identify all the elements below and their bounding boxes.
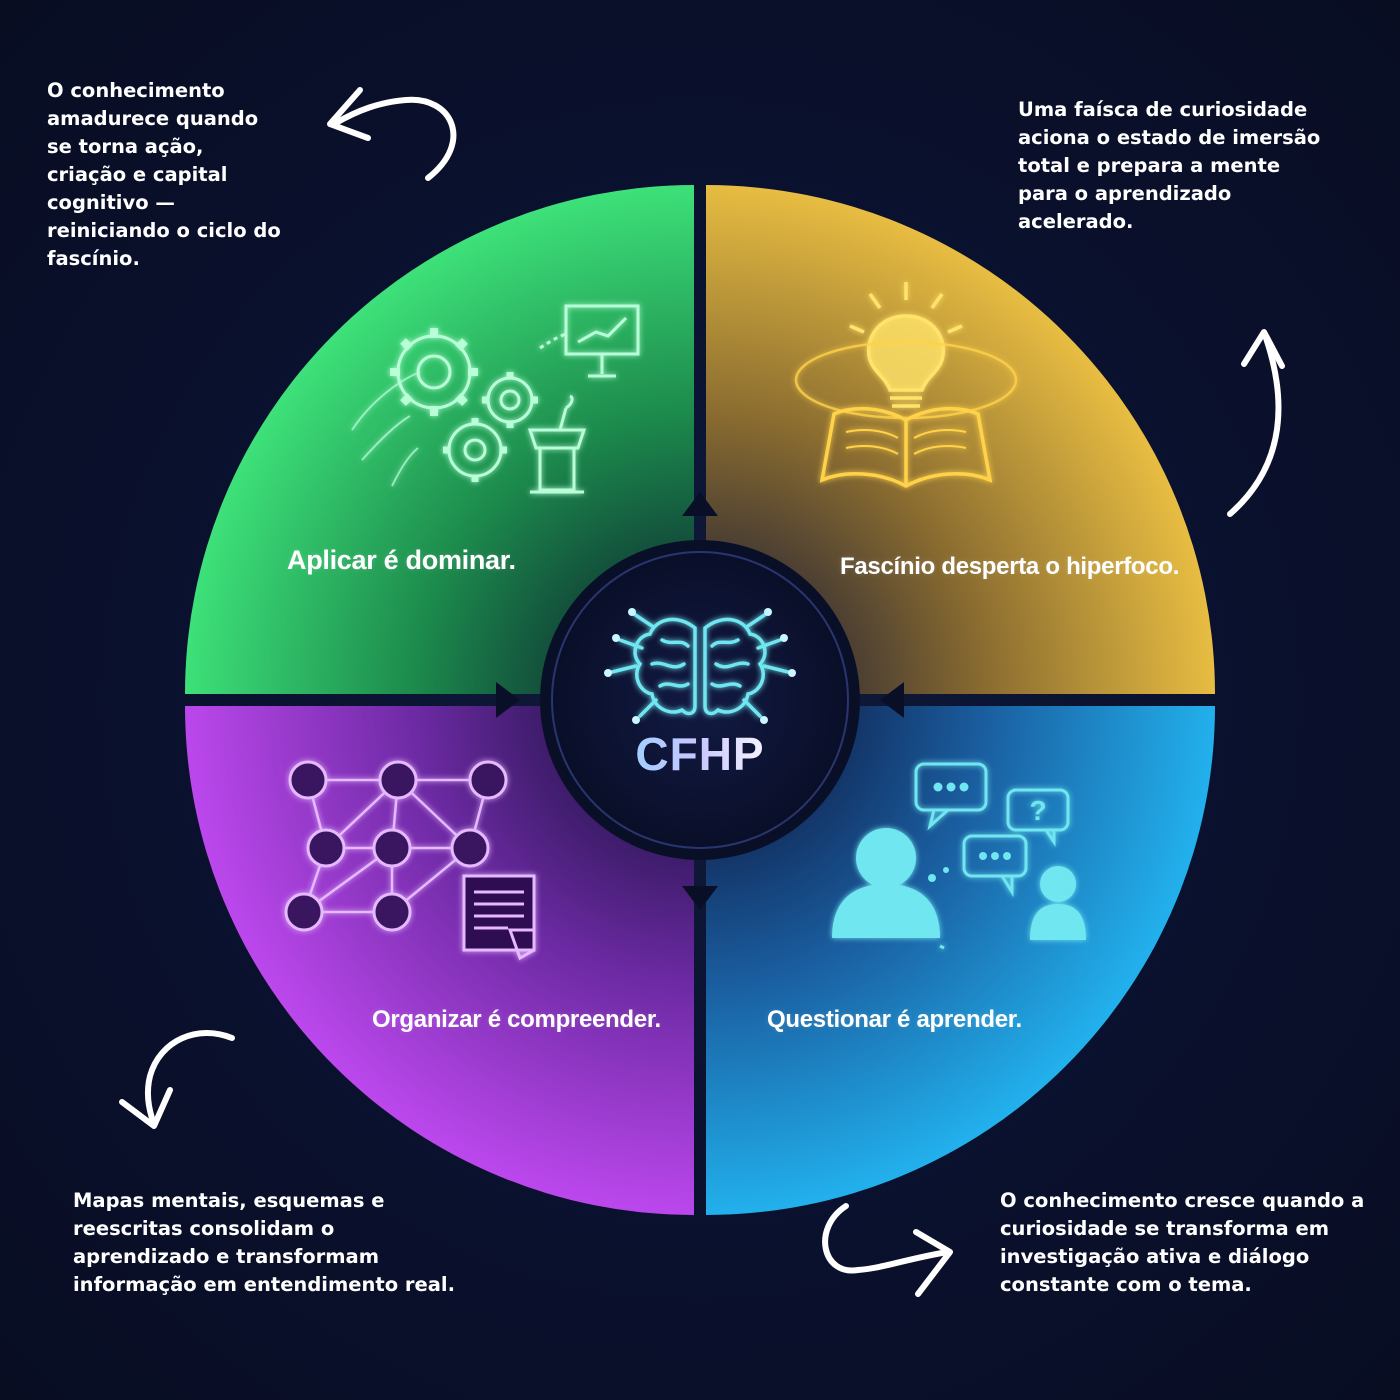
arrow-left [880, 682, 904, 718]
network-map-icon [284, 760, 508, 932]
question-bubble-icon: ? [1006, 788, 1070, 847]
quadrant-top-right [706, 185, 1215, 694]
brain-icon [610, 612, 790, 718]
chat-bubble-icon [914, 762, 1028, 950]
note-organize: Mapas mentais, esquemas e reescritas con… [73, 1189, 455, 1296]
quadrant-label-fascination: Fascínio desperta o hiperfoco. [840, 553, 1180, 580]
arrow-bottom-right [822, 1203, 951, 1274]
quadrant-label-organize: Organizar é compreender. [372, 1006, 661, 1033]
quadrant-label-question: Questionar é aprender. [767, 1006, 1022, 1033]
note-fascination: Uma faísca de curiosidade aciona o estad… [1018, 98, 1321, 233]
chat-dots [928, 782, 1011, 882]
small-person-icon [1030, 866, 1086, 940]
arrow-bottom-left [144, 1030, 235, 1127]
cycle-arrows [119, 87, 1285, 1297]
presentation-board-icon [539, 304, 640, 378]
arrow-right [496, 682, 520, 718]
arrow-top-left [331, 96, 457, 181]
flow-arrows [496, 492, 904, 910]
arrow-down [682, 886, 718, 910]
center-disc [551, 551, 849, 849]
brain-node-dots [604, 608, 796, 724]
arrow-top-right [1227, 335, 1282, 517]
document-icon [462, 874, 536, 961]
quadrant-label-apply: Aplicar é dominar. [287, 545, 516, 575]
gears-icon [351, 328, 538, 487]
person-icon [832, 828, 940, 938]
center-logo: CFHP [635, 728, 764, 780]
arrow-up [682, 492, 718, 516]
svg-text:?: ? [1029, 795, 1046, 826]
lightbulb-icon [849, 282, 963, 408]
podium-icon [527, 394, 587, 494]
open-book-icon [794, 340, 1018, 488]
note-question: O conhecimento cresce quando a curiosida… [1000, 1189, 1365, 1296]
quadrant-bottom-left [185, 706, 694, 1215]
note-apply: O conhecimento amadurece quando se torna… [47, 79, 281, 270]
quadrant-bottom-right [706, 706, 1215, 1215]
